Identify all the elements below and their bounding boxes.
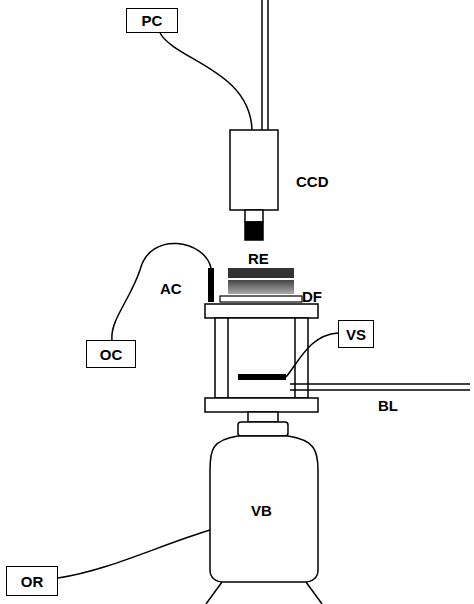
pc-wire — [160, 33, 252, 130]
vs-sample — [238, 374, 286, 380]
bottle-neck — [238, 422, 288, 436]
ccd-camera — [230, 130, 278, 210]
label-box: PC — [126, 8, 178, 33]
re-plate — [228, 280, 294, 294]
part-label: BL — [378, 397, 398, 414]
ac-electrode — [208, 268, 214, 302]
re-plate — [228, 268, 294, 278]
box-label: PC — [142, 12, 163, 29]
part-label: DF — [302, 288, 322, 305]
chamber-flange — [205, 304, 318, 318]
label-box: OC — [86, 340, 136, 368]
or-wire — [58, 530, 210, 578]
box-label: OR — [21, 573, 44, 590]
ccd-lens — [245, 210, 263, 222]
part-label: CCD — [296, 173, 329, 190]
ccd-lens-front — [245, 222, 263, 240]
chamber-rod — [294, 318, 296, 398]
vs-wire — [286, 333, 338, 377]
label-box: VS — [338, 320, 374, 348]
part-label: VB — [251, 502, 272, 519]
vacuum-bottle — [210, 436, 318, 582]
ccd-cable — [267, 0, 269, 130]
bl-line — [290, 389, 470, 391]
bottle-base — [206, 582, 322, 604]
df-plate — [220, 296, 302, 302]
bottle-neck — [248, 412, 278, 422]
box-label: VS — [346, 326, 366, 343]
part-label: RE — [248, 250, 269, 267]
part-label: AC — [160, 280, 182, 297]
ccd-cable — [261, 0, 263, 130]
oc-wire — [112, 243, 211, 340]
box-label: OC — [100, 346, 123, 363]
label-box: OR — [6, 566, 58, 596]
chamber-rod — [227, 318, 229, 398]
bl-line — [290, 383, 470, 385]
chamber-flange — [205, 398, 318, 412]
chamber-body — [215, 318, 308, 398]
